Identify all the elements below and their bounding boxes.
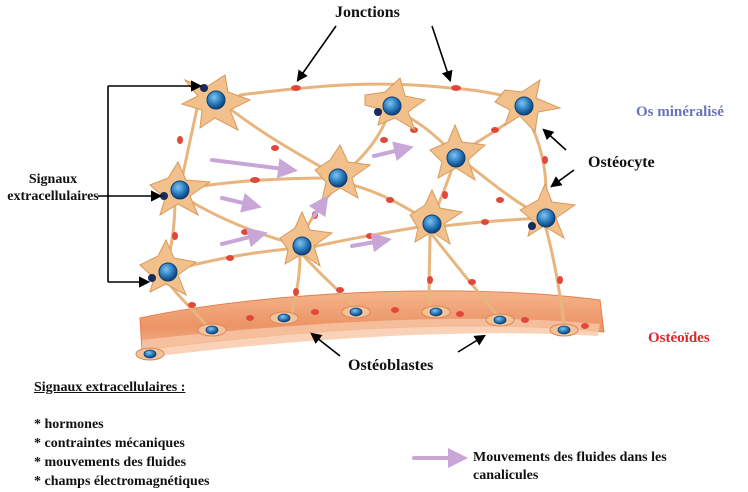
osteocyte-arrow-down [550, 169, 575, 188]
osteoblasts [135, 305, 579, 361]
nucleus [514, 96, 534, 116]
legend-item: * hormones [34, 417, 104, 432]
fluid-arrow [308, 195, 329, 218]
osteocyte-arrow-up [542, 128, 567, 151]
signaux-label: Signaux extracellulaires [7, 172, 99, 204]
nucleus [158, 262, 178, 282]
osteocyte-label: Ostéocyte [588, 154, 655, 171]
nucleus [446, 148, 466, 168]
legend-item: * mouvements des fluides [34, 455, 187, 470]
fluid-arrow [210, 158, 298, 179]
nucleus [536, 208, 556, 228]
jonctions-arrow-right [431, 25, 453, 83]
nucleus [422, 214, 442, 234]
os-mineralise-label: Os minéralisé [636, 104, 724, 120]
nucleus [292, 236, 312, 256]
fluid-arrow [350, 232, 392, 253]
osteoblastes-arrow-left [310, 332, 341, 357]
nucleus [382, 96, 402, 116]
osteoides-label: Ostéoïdes [648, 330, 710, 346]
nucleus [206, 90, 226, 110]
nuclei [158, 90, 556, 282]
receptor-dots [148, 84, 536, 282]
jonctions-label: Jonctions [335, 4, 400, 21]
osteoblastes-arrow-right [457, 334, 486, 353]
nucleus [328, 168, 348, 188]
legend-list: * hormones * contraintes mécaniques * mo… [34, 415, 210, 491]
legend-title: Signaux extracellulaires : [34, 380, 186, 395]
fluid-arrow [372, 141, 414, 161]
fluid-legend-label: Mouvements des fluides dans les canalicu… [473, 450, 667, 483]
signaux-bracket [98, 86, 109, 282]
annotation-arrows [98, 25, 575, 357]
osteoid-layer-lower [142, 318, 600, 358]
legend-item: * champs électromagnétiques [34, 474, 210, 489]
fluid-arrows [210, 141, 468, 468]
fluid-arrow [220, 193, 262, 213]
legend-item: * contraintes mécaniques [34, 436, 185, 451]
osteoblastes-label: Ostéoblastes [348, 357, 434, 374]
fluid-arrow [220, 227, 268, 248]
nucleus [170, 180, 190, 200]
jonctions-arrow-left [296, 25, 337, 82]
